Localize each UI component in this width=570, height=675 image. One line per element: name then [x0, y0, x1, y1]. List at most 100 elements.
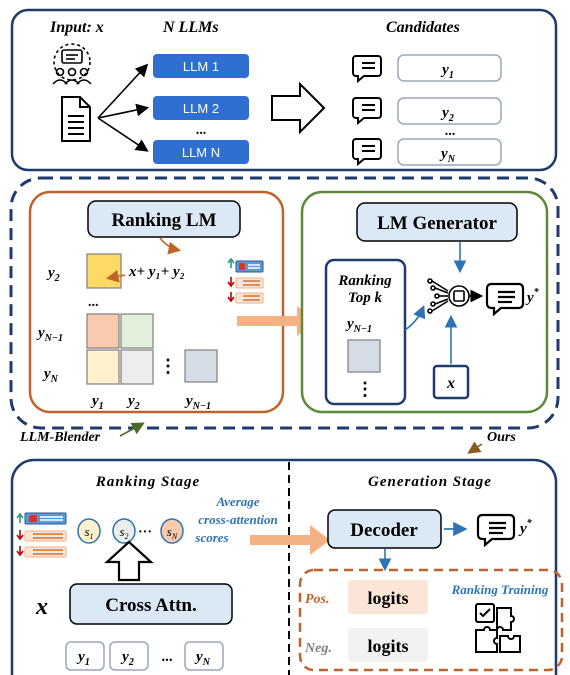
score-circle-n [160, 518, 184, 544]
row-label-yn: yN [42, 366, 59, 385]
bottom-input-box-n [184, 641, 224, 671]
topk-item-label: yN−1 [345, 316, 372, 335]
formula-arrow [105, 269, 126, 283]
avg-text-line3: scores [194, 530, 228, 545]
ranking-topk-line1: Ranking [337, 273, 392, 289]
decoder-output-label: y* [518, 518, 533, 537]
llm-label-n: LLM N [182, 145, 220, 160]
bottom-input-label-2: y2 [120, 649, 134, 668]
matrix-cell-yn-y2 [120, 349, 154, 385]
generator-panel: LM Generator Ranking Top k yN−1 ⋮ y* x [300, 190, 549, 414]
candidate-ellipsis: ... [445, 124, 456, 139]
score-circle-1 [77, 518, 101, 544]
score-dots: ··· [138, 525, 152, 540]
matrix-vdots: ⋮ [159, 356, 177, 376]
score-label-n: sN [167, 524, 178, 541]
avg-text-line2: cross-attention [198, 512, 277, 527]
candidate-box-2 [397, 97, 502, 125]
arrow-to-llmn [97, 117, 149, 152]
pos-label: Pos. [305, 592, 330, 607]
topk-vdots: ⋮ [356, 379, 374, 399]
ranking-lm-label: Ranking LM [111, 210, 216, 231]
neg-logits-box [348, 628, 428, 662]
users-icon [52, 43, 92, 85]
bottom-input-box-1 [65, 641, 105, 671]
matrix-cell-yn1-y1 [86, 313, 120, 349]
ranking-lm-box [87, 200, 241, 238]
ranking-stage-title: Ranking Stage [95, 474, 200, 490]
bottom-input-ellipsis: ... [161, 649, 173, 665]
col-label-y2: y2 [126, 393, 140, 412]
lm-generator-label: LM Generator [377, 213, 497, 234]
bottom-input-box-2 [109, 641, 149, 671]
neg-logits-label: logits [367, 636, 408, 656]
candidate-label-2: y2 [440, 105, 454, 124]
bottom-input-label-n: yN [194, 649, 211, 668]
cross-attn-label: Cross Attn. [105, 595, 197, 616]
pos-logits-box [348, 580, 428, 614]
ranking-topk-box [324, 258, 407, 406]
input-label: Input: x [49, 19, 104, 36]
col-label-yn1: yN−1 [184, 393, 211, 412]
ours-caption-arrow [467, 441, 483, 454]
topk-item-cell [347, 339, 381, 373]
arrow-to-llm1 [97, 63, 149, 119]
candidate-label-n: yN [439, 146, 456, 165]
llm-label-2: LLM 2 [183, 101, 219, 116]
lm-generator-box [356, 202, 518, 242]
matrix-cell-yn-yn1 [184, 349, 218, 383]
ranking-lm-arrow [159, 237, 182, 255]
hollow-right-arrow [271, 81, 326, 135]
hollow-up-arrow [104, 540, 154, 582]
bottom-x-label: x [35, 594, 48, 620]
score-label-1: s1 [84, 524, 93, 541]
blender-to-generator-arrow [237, 306, 319, 336]
llm-blender-caption: LLM-Blender [19, 430, 101, 445]
middle-dashed-frame [9, 176, 560, 430]
ranking-training-label: Ranking Training [451, 582, 549, 597]
llm-label-1: LLM 1 [183, 59, 219, 74]
generator-x-box [432, 364, 470, 400]
row-label-y2: y2 [46, 265, 60, 284]
generator-x-label: x [446, 375, 455, 392]
candidate-label-1: y1 [440, 62, 454, 81]
candidate-box-n [397, 138, 502, 166]
scores-to-decoder-arrow [250, 525, 330, 555]
decoder-label: Decoder [350, 520, 418, 541]
row-ellipsis: ... [88, 295, 99, 310]
row-label-yn1: yN−1 [36, 325, 63, 344]
ranking-list-icon [227, 257, 264, 304]
blender-panel: Ranking LM y2 ... yN−1 yN ⋮ x+ y₁+ y₂ [28, 190, 285, 414]
arrow-to-llm2 [97, 103, 150, 119]
formula-text: x+ y₁+ y₂ [128, 264, 185, 280]
top-panel: Input: x N LLMs Candidates LLM 1 LLM 2 .… [10, 8, 558, 172]
matrix-cell-yn-y1 [86, 349, 120, 385]
cross-attn-box [69, 583, 233, 625]
bottom-ranking-list-icon [16, 512, 67, 558]
puzzle-icon [475, 603, 521, 653]
decoder-box [327, 509, 442, 549]
topk-to-processor-arrow [404, 305, 426, 331]
avg-text-line1: Average [215, 494, 259, 509]
ranking-training-frame [298, 568, 564, 672]
score-circle-2 [112, 518, 136, 544]
llm-box-2 [153, 96, 249, 120]
bottom-input-label-1: y1 [76, 649, 90, 668]
generator-output-label: y* [525, 287, 540, 306]
nllms-label: N LLMs [162, 19, 219, 36]
generation-stage-title: Generation Stage [368, 474, 492, 490]
decoder-chat-icon [476, 513, 516, 548]
col-label-y1: y1 [90, 393, 104, 412]
bottom-panel: Ranking Stage Generation Stage s1 s2 ···… [10, 458, 564, 675]
score-label-2: s2 [119, 524, 128, 541]
llm-box-1 [153, 54, 249, 78]
document-icon [61, 96, 91, 142]
llm-ellipsis: ... [196, 123, 207, 138]
llm-blender-caption-arrow [119, 422, 145, 437]
candidate-box-1 [397, 54, 502, 82]
processor-icon [427, 278, 484, 314]
matrix-cell-yn1-y2 [120, 313, 154, 349]
llm-box-n [153, 140, 249, 164]
candidates-label: Candidates [386, 19, 460, 36]
